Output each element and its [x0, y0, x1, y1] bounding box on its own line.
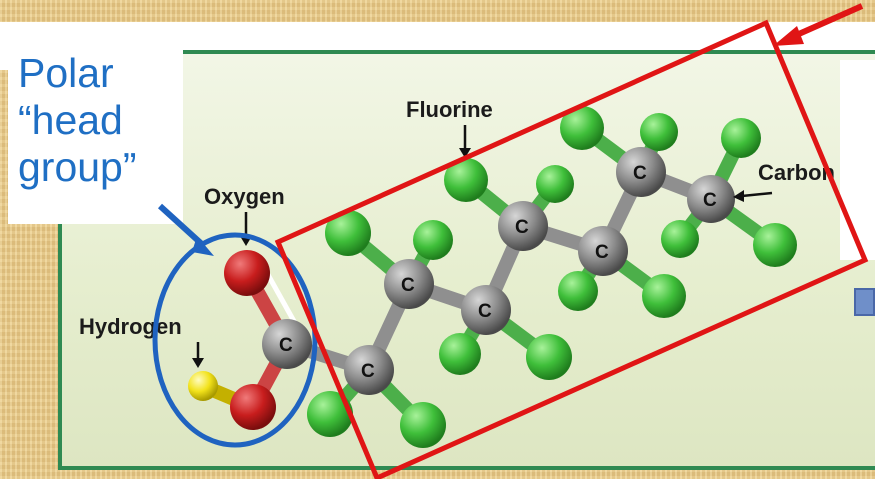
carbon-atom [344, 345, 394, 395]
polar-head-group-callout: Polar “head group” [8, 38, 183, 224]
red-pointer-arrow [773, 3, 864, 46]
callout-line-3: group” [18, 144, 137, 190]
oxygen-arrow [240, 212, 252, 246]
carbon-atom [461, 285, 511, 335]
callout-line-1: Polar [18, 50, 114, 96]
carbon-atom [498, 201, 548, 251]
fluorine-atom [439, 333, 481, 375]
oxygen-atom-hydroxyl [230, 384, 276, 430]
fluorine-arrow [459, 125, 471, 158]
hydrogen-atom [188, 371, 218, 401]
carbon-atoms: C C C C C C C C [262, 147, 735, 395]
carbon-symbol: C [361, 361, 375, 382]
carbon-atom [578, 226, 628, 276]
fluorine-label: Fluorine [406, 97, 493, 122]
carbon-atom [687, 175, 735, 223]
carbon-atom [262, 319, 312, 369]
hydrogen-label: Hydrogen [79, 314, 182, 339]
fluorine-atom [560, 106, 604, 150]
carbon-symbol: C [633, 163, 647, 184]
fluorine-atom [307, 391, 353, 437]
carbon-atom [384, 259, 434, 309]
fluorine-atom [526, 334, 572, 380]
oxygen-label: Oxygen [204, 184, 285, 209]
fluorine-atom [642, 274, 686, 318]
carbon-symbol: C [595, 242, 609, 263]
fluorine-atom [721, 118, 761, 158]
fluorine-atom [661, 220, 699, 258]
fluorine-atom [325, 210, 371, 256]
callout-arrow [157, 203, 214, 256]
callout-line-2: “head [18, 97, 123, 143]
carbon-symbol: C [401, 275, 415, 296]
oxygen-atom-double [224, 250, 270, 296]
carbon-atom [616, 147, 666, 197]
carbon-symbol: C [478, 301, 492, 322]
bonds [196, 121, 782, 432]
fluorine-atom [640, 113, 678, 151]
hydrogen-arrow [192, 342, 204, 368]
fluorine-atoms [307, 106, 797, 448]
fluorine-atom [558, 271, 598, 311]
fluorine-atom [444, 158, 488, 202]
carbon-symbol: C [703, 190, 717, 211]
fluorine-atom [536, 165, 574, 203]
head-group-ellipse [152, 232, 318, 448]
carbon-symbol: C [515, 217, 529, 238]
fluorine-atom [753, 223, 797, 267]
carbon-arrow [733, 190, 773, 202]
carbon-label: Carbon [758, 160, 835, 185]
fluorine-atom [413, 220, 453, 260]
blue-square-marker [854, 288, 875, 316]
carbon-symbol: C [279, 335, 293, 356]
tail-highlight-box [274, 19, 869, 479]
right-white-patch [840, 60, 875, 260]
fluorine-atom [400, 402, 446, 448]
